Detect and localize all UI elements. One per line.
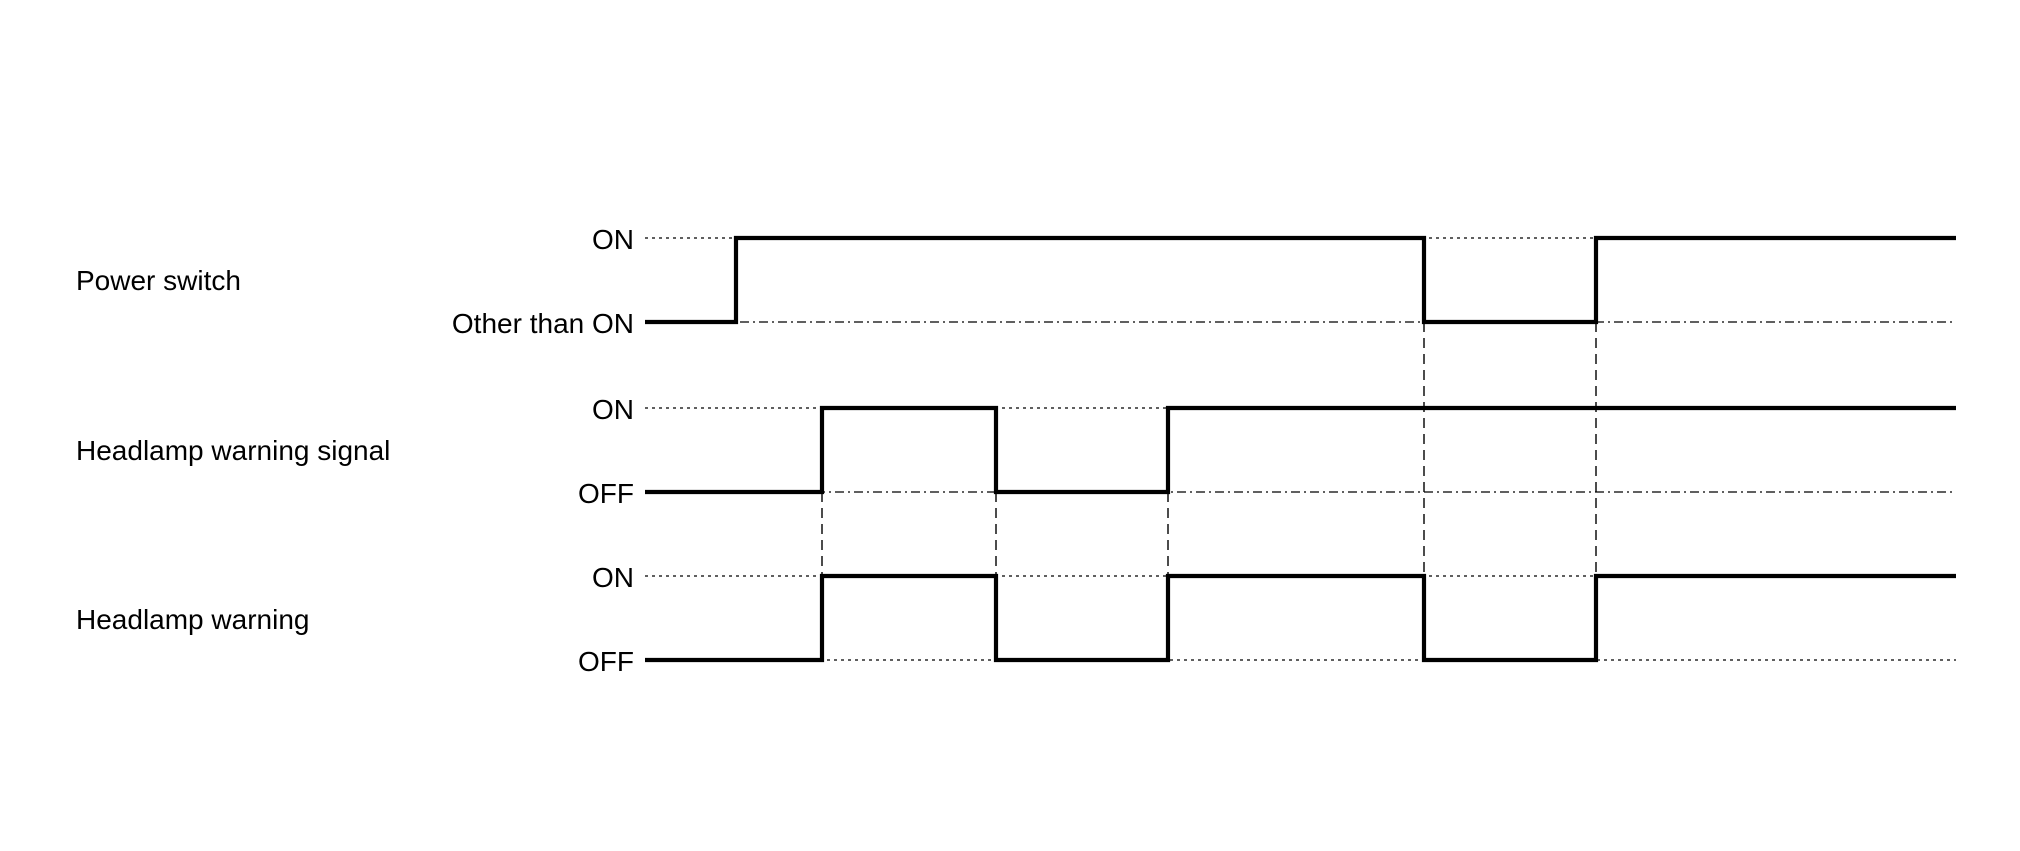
power-switch-low-label: Other than ON bbox=[452, 308, 634, 339]
headlamp-warning-name: Headlamp warning bbox=[76, 604, 309, 635]
headlamp-warning-signal-waveform bbox=[645, 405, 1956, 495]
sync-lines bbox=[821, 322, 1597, 576]
power-switch-high-label: ON bbox=[592, 224, 634, 255]
headlamp-warning-signal-name: Headlamp warning signal bbox=[76, 435, 390, 466]
waveforms bbox=[645, 235, 1956, 663]
power-switch-waveform bbox=[645, 235, 1956, 325]
reference-lines bbox=[645, 237, 1956, 661]
headlamp-warning-signal-low-label: OFF bbox=[578, 478, 634, 509]
headlamp-warning-high-label: ON bbox=[592, 562, 634, 593]
power-switch-name: Power switch bbox=[76, 265, 241, 296]
headlamp-warning-waveform bbox=[645, 573, 1956, 663]
headlamp-warning-signal-high-label: ON bbox=[592, 394, 634, 425]
headlamp-warning-low-label: OFF bbox=[578, 646, 634, 677]
